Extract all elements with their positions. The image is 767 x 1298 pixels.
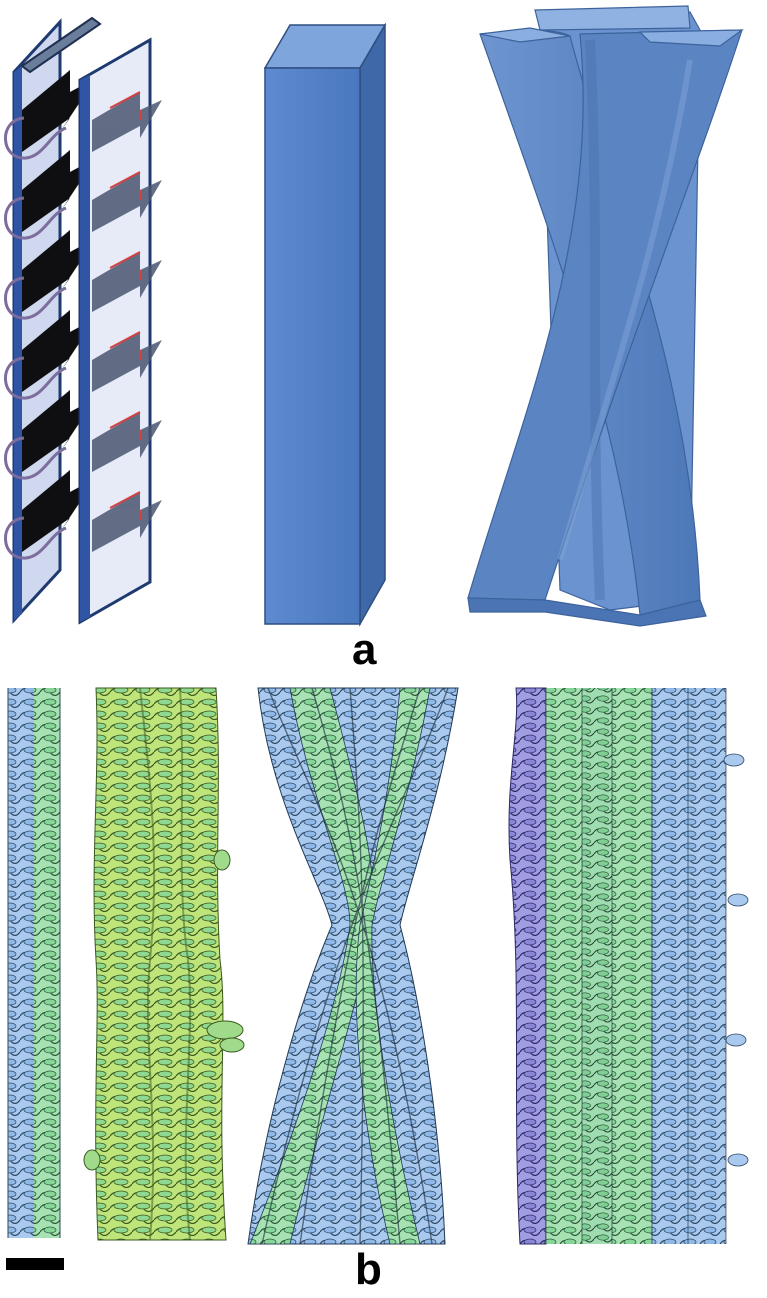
- panel-label-b: b: [355, 1245, 382, 1294]
- beta-strand-arrows-front: [92, 92, 162, 552]
- twisted-fibril-surface: [247, 687, 459, 1245]
- multi-protofilament-surface: [508, 687, 749, 1245]
- panel-b: [6, 687, 749, 1270]
- beta-strand-arrows-back: [22, 70, 96, 552]
- scale-bar: [6, 1258, 64, 1270]
- loop-regions: [4, 116, 67, 560]
- single-protofilament-prism: [263, 22, 387, 627]
- panel-label-a: a: [352, 625, 377, 674]
- single-protofilament-surface: [7, 688, 61, 1238]
- twisted-fibril-prisms: [467, 5, 744, 627]
- beta-sheet-ribbon-model: [4, 16, 162, 625]
- paired-protofilament-surface: [83, 687, 245, 1241]
- panel-a: [4, 5, 744, 627]
